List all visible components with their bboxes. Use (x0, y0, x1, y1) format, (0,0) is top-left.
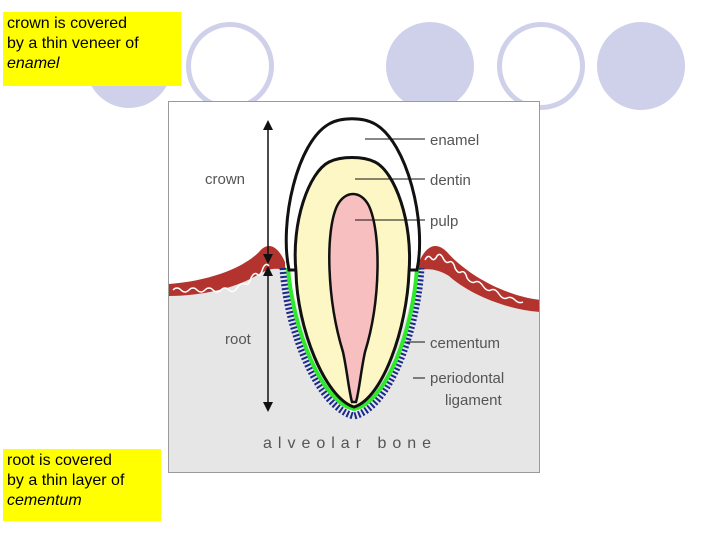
dentin-label: dentin (430, 172, 471, 189)
crown-note-line-2: by a thin veneer of (7, 34, 177, 54)
crown-note: crown is covered by a thin veneer of ena… (3, 12, 181, 86)
pulp-label: pulp (430, 213, 458, 230)
cementum-label: cementum (430, 335, 500, 352)
ligament-label: ligament (445, 392, 503, 409)
enamel-label: enamel (430, 132, 479, 149)
crown-note-emphasis: enamel (7, 55, 59, 72)
alveolar-bone-label: alveolar bone (263, 435, 437, 452)
crown-arrow-top (263, 120, 273, 130)
root-note: root is covered by a thin layer of cemen… (3, 449, 161, 521)
decorative-circle (386, 22, 474, 110)
tooth-diagram: crown root enamel dentin pulp cementum p… (168, 101, 540, 473)
decorative-circle (597, 22, 685, 110)
root-note-line-1: root is covered (7, 451, 157, 471)
crown-note-line-1: crown is covered (7, 14, 177, 34)
decorative-ring (497, 22, 585, 110)
crown-label: crown (205, 171, 245, 188)
root-note-emphasis: cementum (7, 492, 82, 509)
root-note-line-2: by a thin layer of (7, 471, 157, 491)
decorative-ring (186, 22, 274, 110)
periodontal-label: periodontal (430, 370, 504, 387)
root-label: root (225, 331, 252, 348)
